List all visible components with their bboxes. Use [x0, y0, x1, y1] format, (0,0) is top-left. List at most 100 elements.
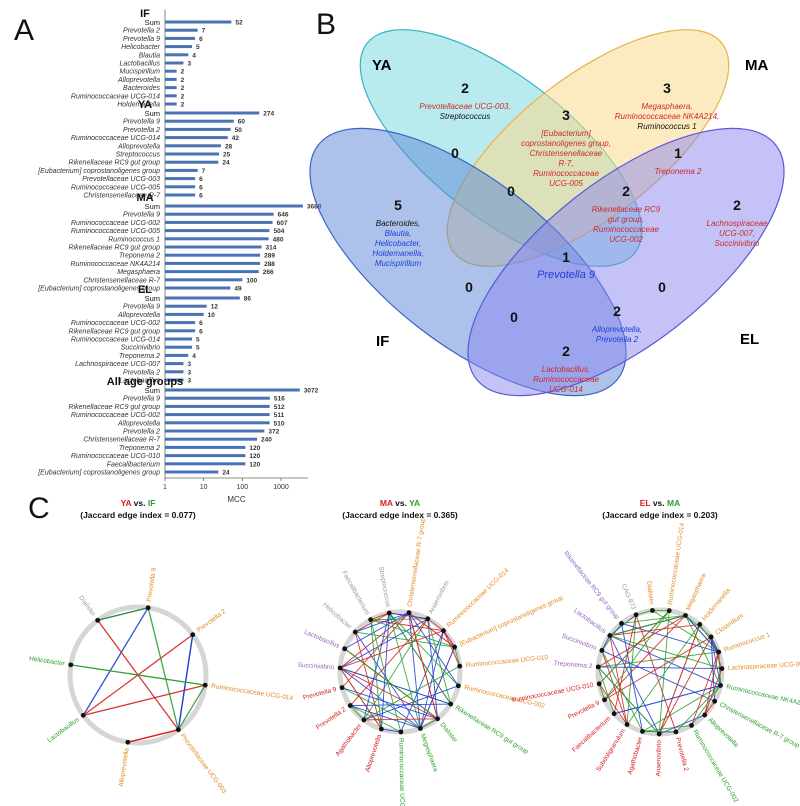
bar-value: 24 [222, 160, 230, 167]
venn-taxon-ya_ma: UCG-005 [549, 179, 583, 188]
bar [165, 185, 196, 189]
bar-sum-value: 274 [263, 111, 274, 118]
bar-label: Ruminococcaceae NK4A214 [71, 261, 161, 268]
bar-value: 372 [268, 429, 279, 436]
network-edge [350, 703, 451, 707]
network-node-label: Prevotellaceae UCG-003 [179, 733, 228, 796]
venn-count-ya_ma_el: 2 [622, 183, 630, 199]
bar [165, 470, 219, 474]
bar-value: 4 [192, 52, 196, 59]
network-node [455, 683, 461, 689]
bar-label: Blautia [139, 52, 161, 59]
network-edge [349, 705, 365, 721]
x-tick-label: 1 [163, 484, 167, 491]
network-edge [604, 610, 670, 701]
bar [165, 86, 177, 90]
venn-taxon-if_el: Ruminococcaceae [533, 375, 599, 384]
network-node-label: Ruminococcaceae UCG-014 [667, 522, 686, 605]
network-edges [70, 607, 206, 743]
bar-value: 288 [264, 261, 275, 268]
bar-label: Ruminococcaceae UCG-002 [71, 220, 160, 227]
venn-set-label-ya: YA [372, 57, 392, 74]
network-node [719, 666, 725, 671]
venn-count-if_ma: 0 [465, 279, 473, 295]
bar-label: Alloprevotella [117, 77, 160, 84]
bar-value: 607 [277, 220, 288, 227]
bar [165, 229, 270, 233]
network-node [683, 613, 688, 618]
network-edge [344, 648, 438, 720]
network-edge [408, 612, 439, 719]
venn-count-ya_only: 2 [461, 80, 469, 96]
bar [165, 53, 189, 57]
network-edge [341, 687, 438, 720]
venn-taxon-el_only: UCG-007, [719, 229, 755, 238]
venn-taxon-el_only: Succinivibrio [715, 239, 760, 248]
bar-sum-label: Sum [145, 202, 160, 211]
network-node-label: Prevotella 2 [315, 706, 348, 731]
network-edge [685, 615, 720, 653]
network-edge [609, 635, 660, 735]
bar-group-title: IF [140, 8, 150, 20]
network-node-label: Prevotella 2 [196, 608, 228, 634]
network-node [361, 717, 367, 723]
bar-value: 516 [274, 396, 285, 403]
network-node [398, 729, 404, 735]
network-node [339, 685, 345, 691]
bar [165, 177, 196, 181]
bar-value: 2 [181, 77, 185, 84]
venn-taxon-ma_only: Megasphaera, [641, 102, 692, 111]
bar-value: 6 [199, 193, 203, 200]
bar-label: Prevotella 2 [123, 127, 160, 134]
panel-label-c: C [28, 492, 50, 525]
network-edge [443, 630, 461, 667]
bar-value: 5 [196, 44, 200, 51]
network-node [95, 617, 101, 623]
bar-sum-value: 86 [244, 296, 252, 303]
network-node [712, 698, 718, 704]
bar [165, 152, 220, 156]
venn-taxon-ya_ma_el: Ruminococcaceae [593, 225, 659, 234]
network-edge [609, 615, 686, 637]
bar-label: Ruminococcaceae UCG-002 [71, 412, 160, 419]
bar-value: 510 [274, 420, 285, 427]
network-node-label: Streptococcus [377, 566, 391, 609]
network-edge [601, 635, 611, 651]
network-node [448, 701, 454, 707]
x-tick-label: 100 [236, 484, 248, 491]
network-node-label: Subdoligranulum [595, 728, 627, 773]
bar [165, 193, 196, 197]
venn-count-el_only: 2 [733, 197, 741, 213]
network-node [673, 729, 679, 735]
bar-value: 2 [181, 69, 185, 76]
venn-taxon-ya_ma_el: Rikenellaceae RC9 [592, 205, 661, 214]
bar-label: Christensenellaceae R-7 [83, 193, 161, 200]
bar-label: [Eubacterium] coprostanoligenes group [37, 470, 160, 477]
network-title-vs: vs. [131, 498, 148, 508]
network-node-label: Lachnospiraceae UCG-007 [728, 661, 800, 672]
bar-value: 25 [223, 152, 231, 159]
bar-sum-value: 52 [235, 20, 243, 27]
bar-value: 5 [196, 345, 200, 352]
bar-value: 60 [238, 119, 246, 126]
network-edge [408, 612, 455, 648]
bar-value: 6 [199, 184, 203, 191]
network-edge [609, 623, 700, 637]
venn-set-label-ma: MA [745, 57, 768, 74]
x-axis-label: MCC [227, 495, 245, 504]
venn-taxon-if_only: Mucispirillum [375, 259, 422, 268]
network-node [718, 683, 723, 688]
bar-value: 28 [225, 143, 233, 150]
bar [165, 286, 231, 290]
network-node [666, 608, 672, 614]
network-edge [601, 650, 643, 732]
venn-taxon-if_el: UCG-014 [549, 385, 583, 394]
network-edge [604, 636, 712, 701]
bar-value: 3 [187, 378, 191, 385]
network-node-label: Lactobacillus [303, 629, 341, 650]
network-edge [658, 624, 701, 735]
network-title-right: IF [148, 498, 156, 508]
bar [165, 437, 258, 441]
bar-value: 504 [273, 228, 284, 235]
bar-value: 314 [266, 245, 277, 252]
